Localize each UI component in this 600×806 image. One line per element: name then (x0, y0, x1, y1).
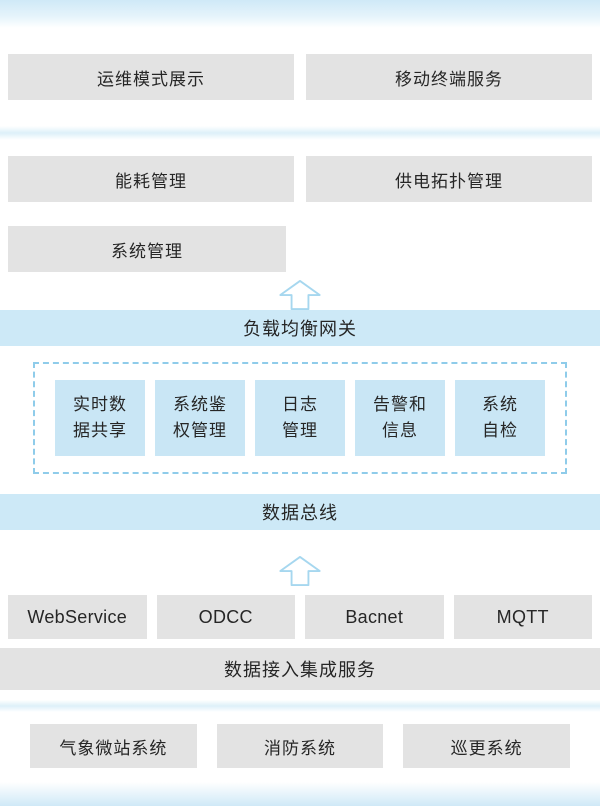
service-box-auth-management: 系统鉴 权管理 (155, 380, 245, 456)
platform-services-group: 实时数 据共享 系统鉴 权管理 日志 管理 告警和 信息 系统 自检 (33, 362, 567, 474)
service-box-log-management: 日志 管理 (255, 380, 345, 456)
data-bus-band-label: 数据总线 (262, 503, 338, 523)
protocol-box-webservice: WebService (8, 595, 147, 639)
app-box-mobile-terminal-service: 移动终端服务 (306, 54, 592, 100)
protocol-box-label: Bacnet (345, 606, 404, 627)
protocol-box-mqtt: MQTT (453, 595, 592, 639)
app-box-label: 移动终端服务 (395, 69, 503, 89)
app-box-label: 能耗管理 (115, 171, 187, 191)
up-arrow-icon (279, 556, 321, 586)
protocol-box-odcc: ODCC (156, 595, 295, 639)
service-box-alarm-and-info: 告警和 信息 (355, 380, 445, 456)
service-box-label: 实时数 据共享 (73, 394, 127, 440)
app-box-label: 运维模式展示 (97, 69, 205, 89)
gateway-band: 负载均衡网关 (0, 310, 600, 346)
subsystem-box-fire-protection: 消防系统 (216, 724, 384, 768)
service-box-label: 告警和 信息 (373, 394, 427, 440)
service-box-label: 日志 管理 (282, 394, 318, 440)
app-box-label: 系统管理 (111, 241, 183, 261)
integration-service-band: 数据接入集成服务 (0, 648, 600, 690)
section-separator-band (0, 126, 600, 140)
service-box-label: 系统 自检 (482, 394, 518, 440)
flow-arrow-lower (0, 556, 600, 586)
service-box-realtime-data-sharing: 实时数 据共享 (55, 380, 145, 456)
top-separator-band (0, 0, 600, 28)
data-bus-band: 数据总线 (0, 494, 600, 530)
app-box-power-topology-management: 供电拓扑管理 (306, 156, 592, 202)
app-box-label: 供电拓扑管理 (395, 171, 503, 191)
gateway-band-label: 负载均衡网关 (243, 319, 357, 339)
subsystem-box-patrol-system: 巡更系统 (403, 724, 571, 768)
section-separator-band (0, 700, 600, 712)
integration-service-band-label: 数据接入集成服务 (224, 660, 376, 680)
app-box-ops-mode-display: 运维模式展示 (8, 54, 294, 100)
app-row-half: 系统管理 (0, 226, 600, 272)
app-box-system-management: 系统管理 (8, 226, 286, 272)
subsystem-box-label: 巡更系统 (450, 738, 523, 758)
protocol-box-bacnet: Bacnet (305, 595, 444, 639)
protocol-box-label: MQTT (496, 606, 549, 627)
protocol-box-label: WebService (27, 606, 128, 627)
subsystem-row: 气象微站系统 消防系统 巡更系统 (0, 724, 600, 768)
app-row-top: 运维模式展示 移动终端服务 (0, 54, 600, 100)
protocol-row: WebService ODCC Bacnet MQTT (0, 595, 600, 639)
subsystem-box-weather-microstation: 气象微站系统 (30, 724, 197, 768)
subsystem-box-label: 气象微站系统 (59, 738, 168, 758)
up-arrow-icon (279, 280, 321, 310)
subsystem-box-label: 消防系统 (264, 738, 336, 758)
app-box-energy-management: 能耗管理 (8, 156, 294, 202)
flow-arrow-upper (0, 280, 600, 310)
service-box-system-self-check: 系统 自检 (455, 380, 545, 456)
protocol-box-label: ODCC (198, 606, 253, 627)
app-row-mid: 能耗管理 供电拓扑管理 (0, 156, 600, 202)
bottom-separator-band (0, 782, 600, 806)
service-box-label: 系统鉴 权管理 (173, 394, 227, 440)
